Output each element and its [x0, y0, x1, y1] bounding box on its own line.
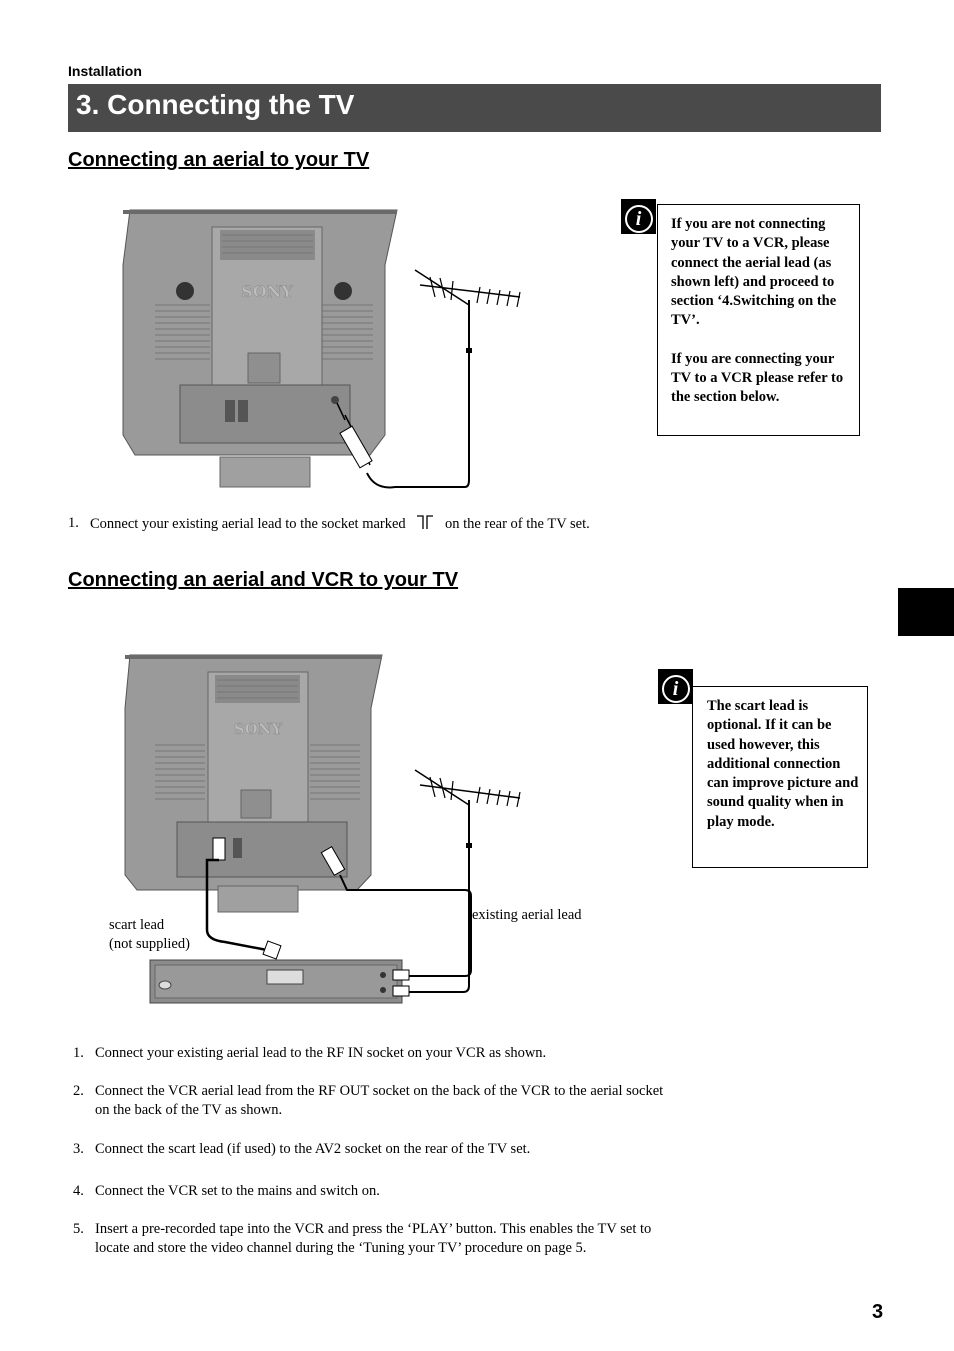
tv-brand-logo: SONY — [234, 720, 283, 738]
info-note-aerial: If you are not connecting your TV to a V… — [657, 204, 860, 436]
page-number: 3 — [872, 1301, 884, 1323]
aerial-socket-symbol-icon — [417, 515, 434, 529]
list-item: 2. Connect the VCR aerial lead from the … — [73, 1082, 673, 1122]
step-text: Connect your existing aerial lead to the… — [90, 516, 406, 532]
label-scart-lead: scart lead (not supplied) — [109, 917, 190, 952]
info-icon: i — [658, 669, 693, 704]
side-tab-marker — [898, 588, 954, 636]
step-text: Insert a pre-recorded tape into the VCR … — [95, 1221, 652, 1256]
section-heading-aerial: Connecting an aerial to your TV — [68, 149, 370, 171]
step-text: Connect the scart lead (if used) to the … — [95, 1141, 531, 1157]
step-text: Connect the VCR set to the mains and swi… — [95, 1183, 380, 1199]
list-item: 4. Connect the VCR set to the mains and … — [73, 1183, 380, 1199]
step-text: Connect your existing aerial lead to the… — [95, 1045, 547, 1061]
list-item: 1. Connect your existing aerial lead to … — [73, 1045, 547, 1061]
step-text: Connect the VCR aerial lead from the RF … — [95, 1083, 664, 1118]
tv-brand-logo: SONY — [241, 282, 293, 301]
step-text: on the rear of the TV set. — [444, 516, 590, 532]
step-aerial: 1. Connect your existing aerial lead to … — [68, 514, 688, 534]
list-item: 5. Insert a pre-recorded tape into the V… — [73, 1220, 673, 1260]
page-title: 3. Connecting the TV — [76, 89, 355, 120]
info-icon: i — [621, 199, 656, 234]
label-existing-aerial-lead: existing aerial lead — [472, 907, 582, 923]
list-item: 3. Connect the scart lead (if used) to t… — [73, 1141, 531, 1157]
section-label: Installation — [68, 63, 142, 79]
note-text: If you are not connecting your TV to a V… — [671, 216, 837, 329]
tv-aerial-diagram: SONY — [122, 209, 521, 489]
title-bar: 3. Connecting the TV — [68, 84, 881, 132]
step-number: 1. — [68, 515, 79, 531]
section-heading-vcr: Connecting an aerial and VCR to your TV — [68, 569, 459, 591]
note-text: The scart lead is optional. If it can be… — [707, 698, 859, 830]
info-note-scart: The scart lead is optional. If it can be… — [692, 686, 868, 868]
tv-vcr-diagram: SONY — [124, 654, 521, 1004]
note-text: If you are connecting your TV to a VCR p… — [671, 350, 844, 406]
